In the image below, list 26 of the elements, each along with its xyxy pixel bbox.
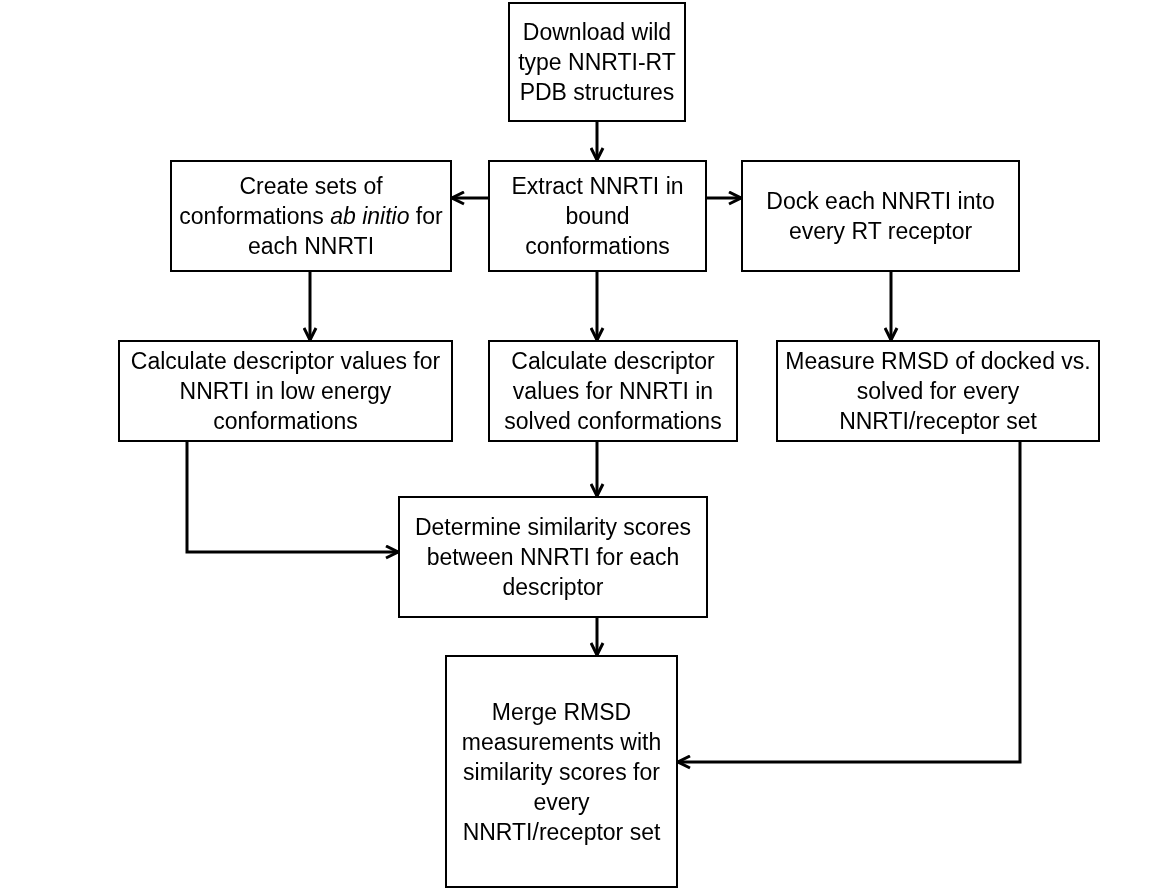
process-label: Calculate descriptor values for NNRTI in solved conformations	[503, 347, 723, 436]
process-label: Merge RMSD measurements with similarity scores for every NNRTI/receptor set	[460, 697, 663, 847]
process-label: Extract NNRTI in bound conformations	[510, 172, 685, 261]
process-box	[741, 160, 1020, 272]
process-label: Create sets of conformations ab initio for each NNRTI	[178, 172, 444, 261]
arrow	[302, 272, 318, 342]
process-label: Measure RMSD of docked vs. solved for every NNRTI/receptor set	[784, 347, 1092, 436]
process-label: Calculate descriptor values for NNRTI in low energy conformations	[129, 347, 442, 436]
process-box	[118, 340, 453, 442]
process-label: Download wild type NNRTI-RT PDB structures	[517, 18, 677, 107]
arrow	[589, 122, 605, 162]
arrow	[589, 618, 605, 657]
process-box	[170, 160, 452, 272]
arrow	[185, 442, 400, 560]
arrow	[589, 272, 605, 342]
process-box	[488, 340, 738, 442]
process-box	[445, 655, 678, 888]
arrow	[589, 442, 605, 498]
arrow	[707, 190, 743, 206]
process-box	[508, 2, 686, 122]
process-box	[776, 340, 1100, 442]
process-box	[398, 496, 708, 618]
arrow	[883, 272, 899, 342]
process-box	[488, 160, 707, 272]
process-label: Dock each NNRTI into every RT receptor	[765, 187, 996, 246]
process-label: Determine similarity scores between NNRTI for each descriptor	[413, 513, 693, 602]
